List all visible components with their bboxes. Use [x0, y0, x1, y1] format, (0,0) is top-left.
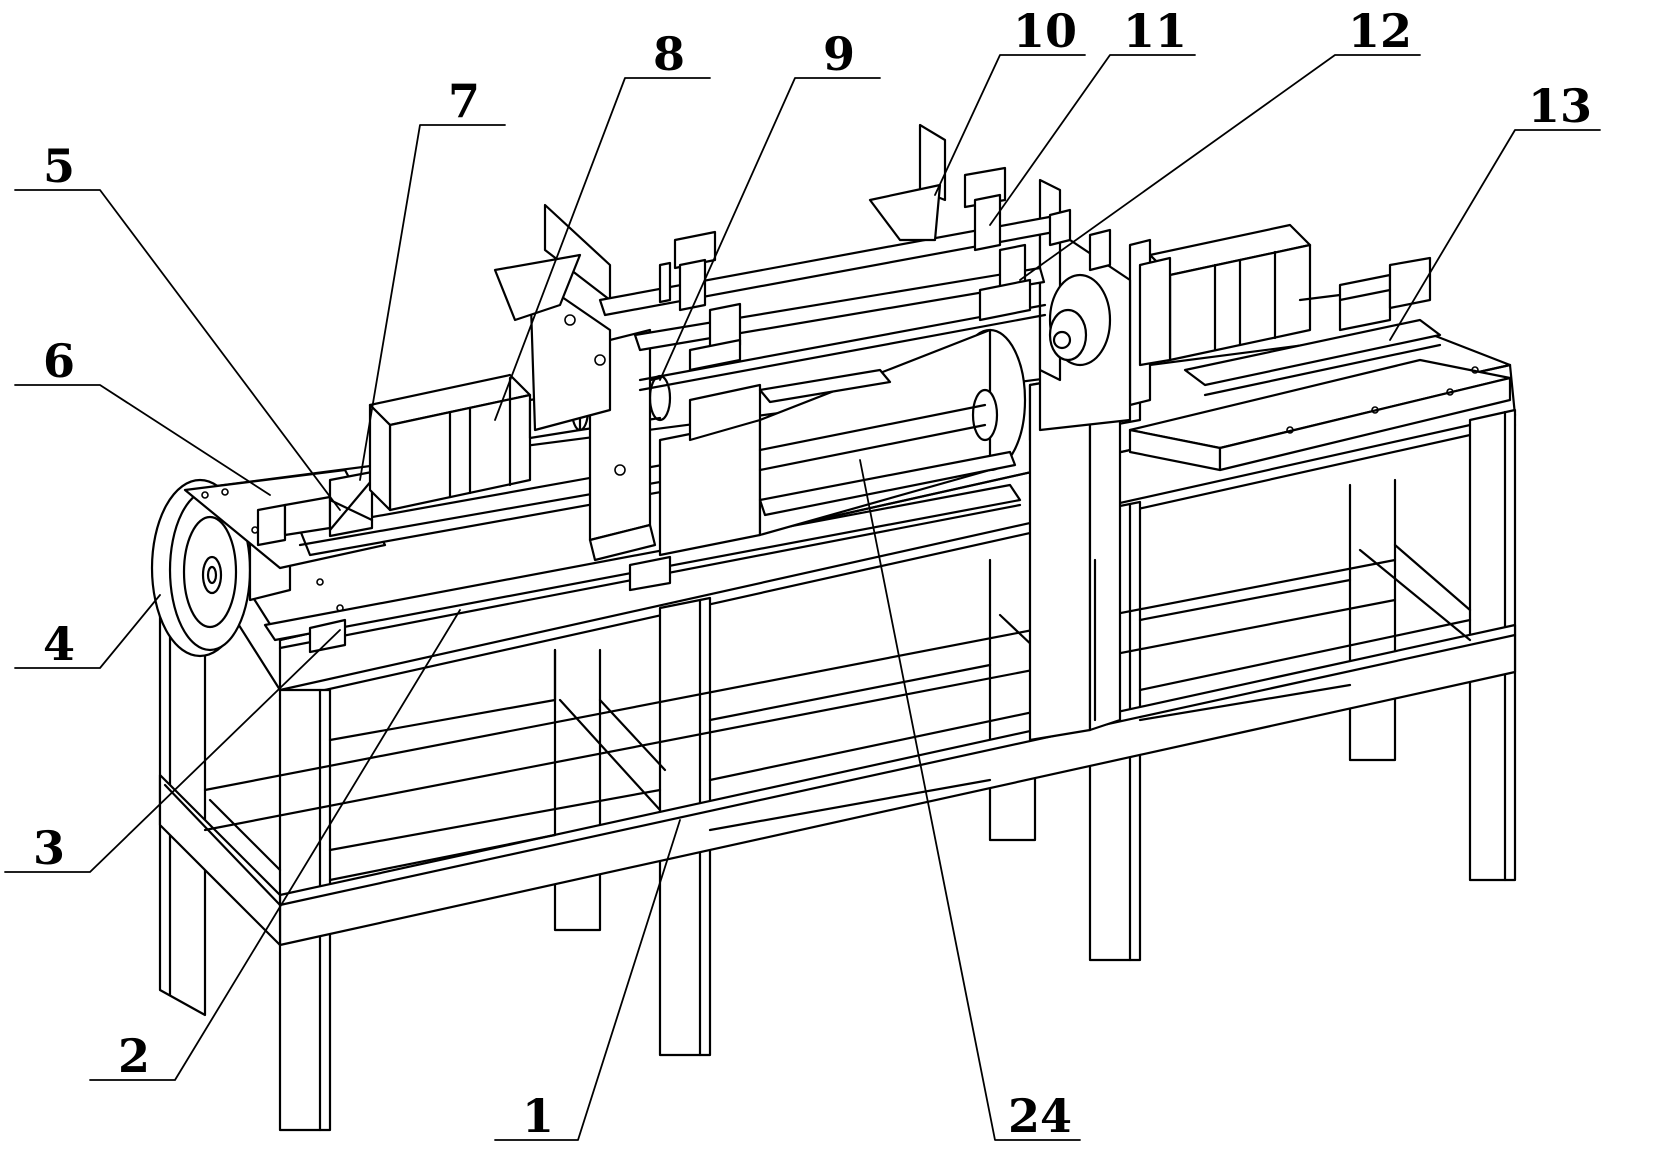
- part-labels: 1 2 3 4 5 6 7 8 9 10 11 12 13 24: [33, 4, 1592, 1143]
- label-1: 1: [522, 1089, 554, 1143]
- cylinder-left: [658, 230, 742, 372]
- label-13: 13: [1528, 79, 1592, 133]
- cylinder-right: [963, 166, 1112, 322]
- label-3: 3: [33, 821, 65, 875]
- label-8: 8: [653, 27, 685, 81]
- label-10: 10: [1013, 4, 1077, 58]
- right-raised-table: [1128, 318, 1512, 472]
- left-gusset: [493, 203, 657, 562]
- label-11: 11: [1123, 4, 1187, 58]
- label-24: 24: [1008, 1089, 1072, 1143]
- right-cylinder: [1298, 256, 1432, 332]
- label-4: 4: [43, 617, 75, 671]
- pulley-wheel: [150, 478, 292, 658]
- label-12: 12: [1348, 4, 1412, 58]
- leader-lines: [4, 54, 1601, 1141]
- label-6: 6: [43, 334, 75, 388]
- label-7: 7: [448, 74, 480, 128]
- label-5: 5: [43, 139, 75, 193]
- center-chuck: [658, 328, 1027, 557]
- label-2: 2: [118, 1029, 150, 1083]
- label-9: 9: [823, 27, 855, 81]
